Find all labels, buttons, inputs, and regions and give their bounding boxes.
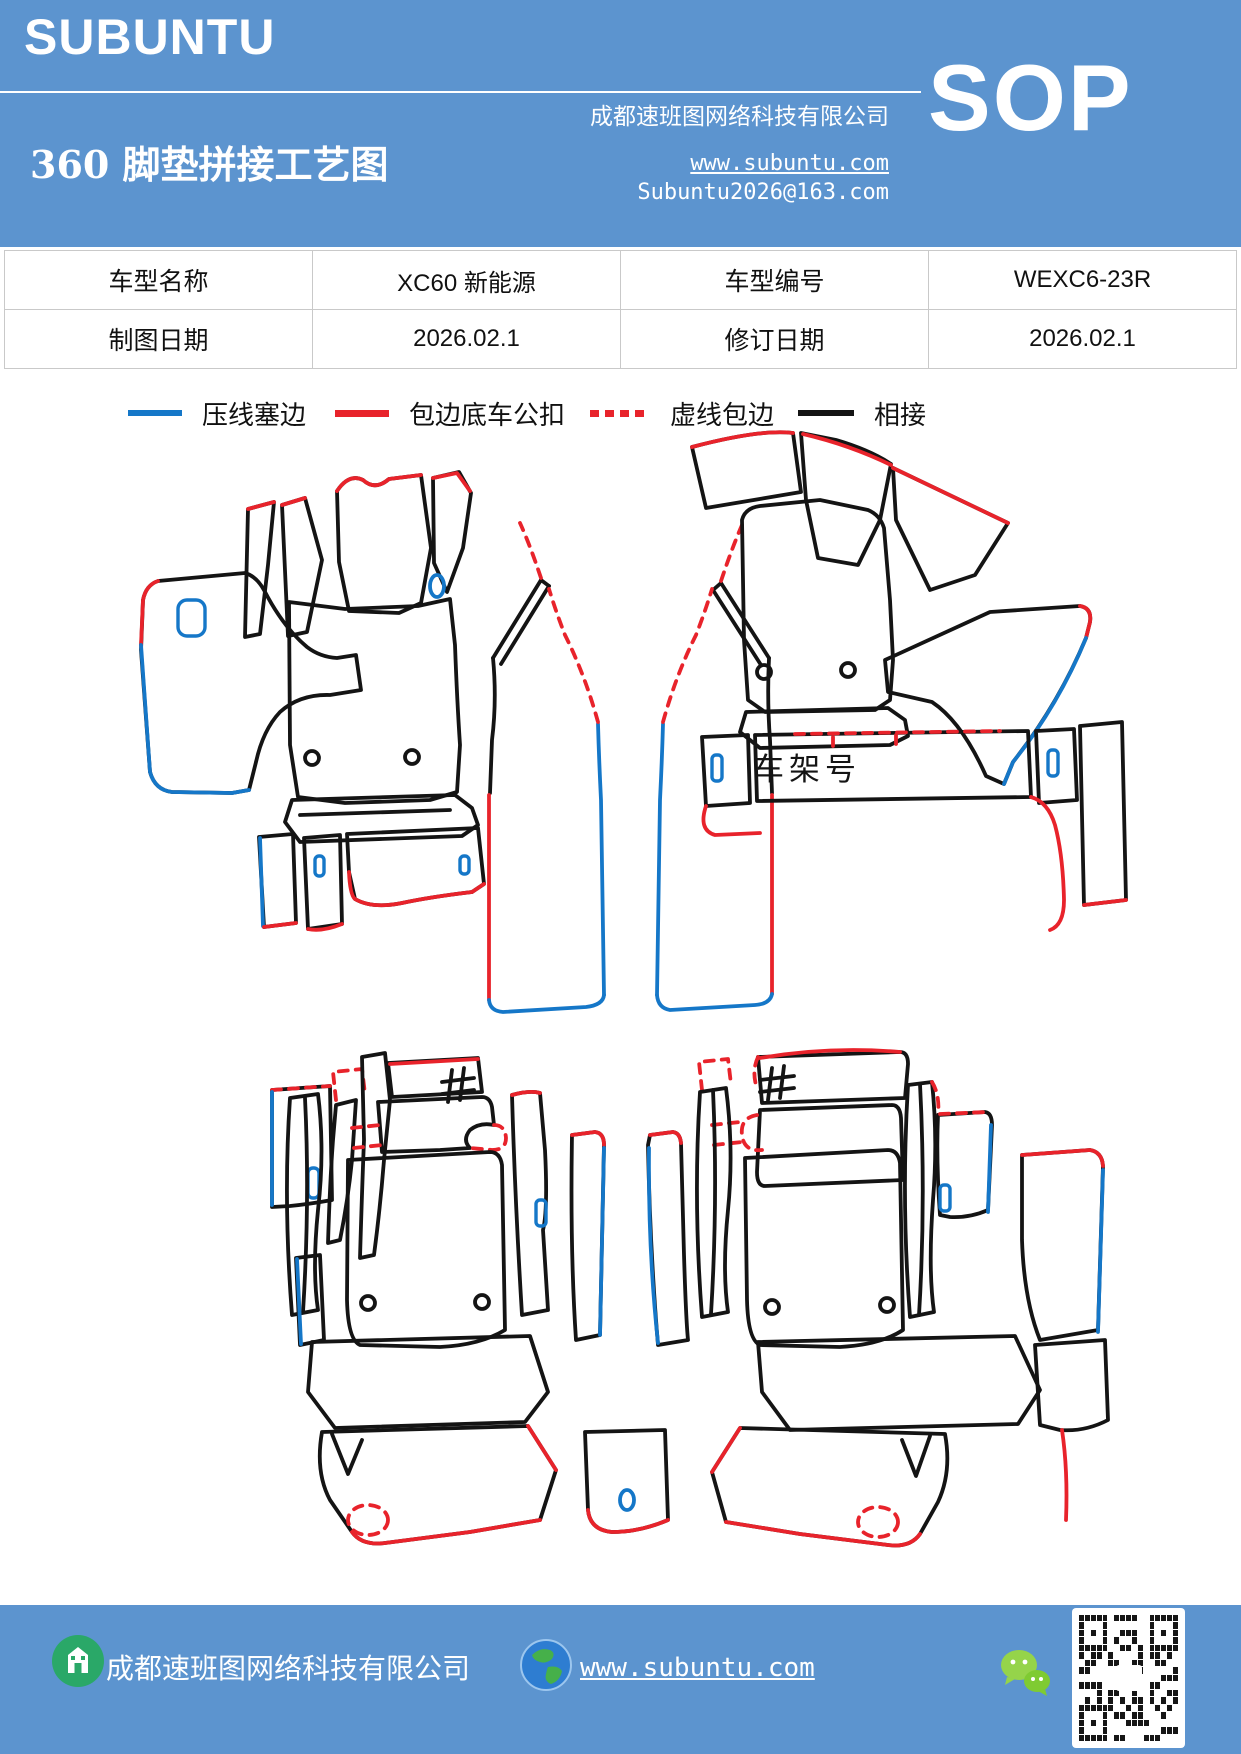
mat-slot	[458, 854, 471, 876]
fixing-hole	[878, 1296, 896, 1314]
qr-code	[1072, 1608, 1185, 1748]
red-dashed-swatch	[590, 409, 650, 417]
cell-draw-date-label: 制图日期	[4, 309, 313, 369]
mat-slot	[313, 854, 326, 878]
mat-slot	[176, 598, 207, 638]
legend-label: 包边底车公扣	[409, 400, 566, 431]
vin-label: 车架号	[753, 752, 861, 788]
globe-icon	[520, 1639, 572, 1691]
footer-band: 成都速班图网络科技有限公司 www.subuntu.com	[0, 1605, 1241, 1754]
mat-slot	[306, 1166, 321, 1200]
legend-item-black: 相接	[798, 399, 926, 431]
table-row: 车型名称 XC60 新能源 车型编号 WEXC6-23R	[4, 250, 1237, 310]
fixing-hole	[403, 748, 421, 766]
fixing-hole	[359, 1294, 377, 1312]
cell-model-code-value: WEXC6-23R	[928, 250, 1237, 310]
blue-oval-marker	[618, 1488, 636, 1512]
sill-strip-right	[655, 523, 774, 1012]
wechat-icon	[1001, 1650, 1050, 1696]
legend-label: 虚线包边	[670, 400, 775, 431]
header-website-link[interactable]: www.subuntu.com	[690, 151, 889, 176]
sill-strip-left	[487, 521, 606, 1014]
table-row: 制图日期 2026.02.1 修订日期 2026.02.1	[4, 309, 1237, 369]
mat-front-left	[139, 470, 486, 932]
blue-teardrop-marker	[428, 573, 446, 599]
cell-rev-date-value: 2026.02.1	[928, 309, 1237, 369]
dashed-oval-mark	[346, 1503, 390, 1537]
blue-dot-marker	[872, 1075, 882, 1085]
cell-model-code-label: 车型编号	[620, 250, 929, 310]
mat-slot	[710, 753, 724, 783]
footer-website-link[interactable]: www.subuntu.com	[580, 1653, 815, 1683]
fixing-hole	[303, 749, 321, 767]
cell-rev-date-label: 修订日期	[620, 309, 929, 369]
mat-rear-left	[270, 1051, 606, 1546]
header-company: 成都速班图网络科技有限公司	[590, 104, 889, 130]
blue-dot-marker	[795, 1072, 805, 1082]
legend-label: 相接	[874, 400, 927, 431]
blue-dot-marker	[788, 1138, 798, 1148]
mat-front-right: 车架号	[690, 430, 1128, 932]
blue-line-swatch	[128, 410, 182, 416]
dashed-oval-mark	[856, 1505, 900, 1539]
qr-center-logo	[1115, 1665, 1142, 1691]
cell-model-name-label: 车型名称	[4, 250, 313, 310]
qr-pattern	[1079, 1615, 1178, 1741]
hash-alignment-mark	[440, 1066, 476, 1104]
rear-center-piece	[583, 1428, 670, 1534]
legend-label: 压线塞边	[202, 400, 307, 431]
hash-alignment-mark	[758, 1064, 796, 1102]
brand-logo: SUBUNTU	[24, 9, 276, 65]
header-email: Subuntu2026@163.com	[637, 180, 889, 205]
footer-company: 成都速班图网络科技有限公司	[106, 1652, 471, 1685]
cell-draw-date-value: 2026.02.1	[312, 309, 621, 369]
cell-model-name-value: XC60 新能源	[312, 250, 621, 310]
legend-item-red: 包边底车公扣	[335, 399, 565, 431]
fixing-hole	[473, 1293, 491, 1311]
mat-slot	[1046, 748, 1060, 778]
building-icon	[52, 1635, 104, 1687]
mat-rear-right	[646, 1048, 1110, 1548]
mat-slot	[534, 1198, 548, 1228]
legend-item-dashed: 虚线包边	[590, 399, 774, 431]
red-line-swatch	[335, 409, 389, 417]
header-band: SUBUNTU 360 脚垫拼接工艺图 成都速班图网络科技有限公司 www.su…	[0, 0, 1241, 247]
mat-slot	[938, 1183, 952, 1213]
legend-item-blue: 压线塞边	[128, 399, 306, 431]
page-title: 360 脚垫拼接工艺图	[30, 142, 389, 187]
vehicle-info-table: 车型名称 XC60 新能源 车型编号 WEXC6-23R 制图日期 2026.0…	[4, 250, 1237, 369]
fixing-hole	[755, 663, 773, 681]
fixing-hole	[839, 661, 857, 679]
sop-badge: SOP	[928, 45, 1133, 150]
fixing-hole	[763, 1298, 781, 1316]
header-divider	[0, 91, 921, 93]
black-line-swatch	[798, 410, 854, 416]
